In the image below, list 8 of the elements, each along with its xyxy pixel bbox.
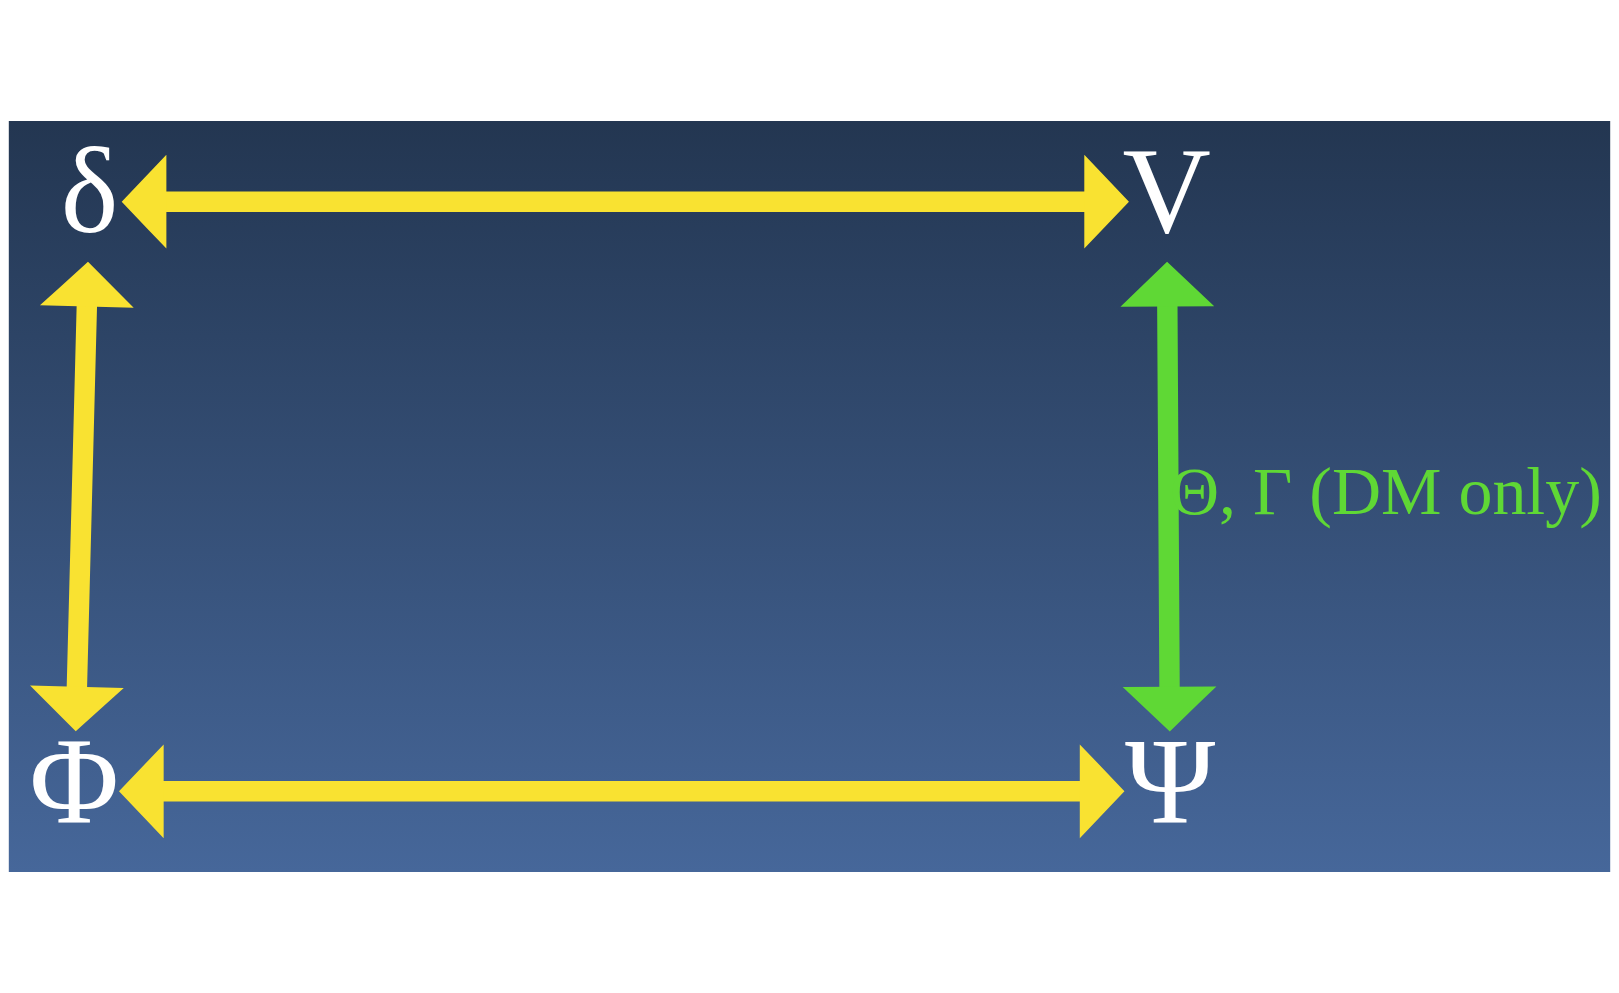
arrow [1120,261,1217,732]
node-text: V [1122,123,1211,259]
node-text: δ [60,123,119,259]
arrow [121,154,1129,249]
arrow [119,744,1125,839]
arrow [30,261,134,732]
node-text: Φ [29,713,119,849]
node-text: Ψ [1125,713,1216,849]
